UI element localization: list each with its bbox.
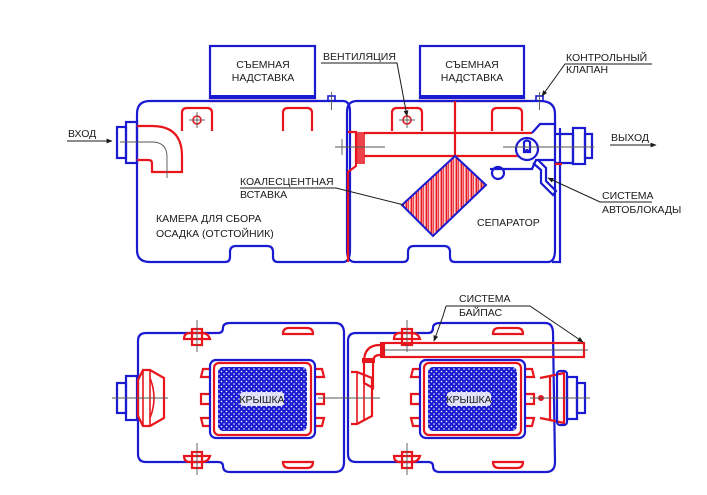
removable-extension-left: СЪЕМНАЯ НАДСТАВКА (208, 44, 318, 103)
right-unit-outline (346, 321, 557, 474)
removable-extension-right-line2: НАДСТАВКА (441, 72, 503, 84)
coalescent-insert-label-line1: КОАЛЕСЦЕНТНАЯ (240, 176, 334, 188)
removable-extension-right: СЪЕМНАЯ НАДСТАВКА (418, 44, 527, 103)
transfer-pipe (335, 101, 532, 262)
bypass-pipe (382, 341, 588, 359)
removable-extension-left-line2: НАДСТАВКА (232, 72, 294, 84)
coalescent-insert-label-line2: ВСТАВКА (240, 189, 287, 201)
autoblock-label-line2: АВТОБЛОКАДЫ (602, 204, 681, 216)
control-valve-label-line1: КОНТРОЛЬНЫЙ (566, 51, 647, 64)
ventilation-leader (321, 62, 409, 117)
ventilation-label: ВЕНТИЛЯЦИЯ (323, 51, 396, 63)
transfer-top-view (318, 342, 384, 426)
top-view: КРЫШКА КРЫШКА (112, 293, 590, 475)
control-valve-left-icon (327, 92, 336, 110)
sediment-chamber-label-line1: КАМЕРА ДЛЯ СБОРА (156, 213, 261, 225)
coalescent-insert (400, 154, 488, 238)
bypass-label-line1: СИСТЕМА (459, 293, 511, 305)
control-valve-leader (541, 63, 652, 97)
autoblock-leader (547, 177, 652, 203)
autoblock-label-line1: СИСТЕМА (602, 190, 654, 202)
side-view: СЪЕМНАЯ НАДСТАВКА СЪЕМНАЯ НАДСТАВКА (67, 44, 681, 264)
inlet-label: ВХОД (68, 128, 96, 140)
bypass-leader-right (446, 305, 584, 343)
inlet-top-view (112, 368, 168, 428)
left-unit-outline (136, 321, 346, 474)
outlet-top-view (530, 369, 590, 427)
control-valve-right-icon (535, 92, 544, 110)
removable-extension-right-line1: СЪЕМНАЯ (445, 59, 498, 71)
coalescent-insert-leader (240, 187, 405, 206)
inlet-pipe (115, 120, 184, 178)
outlet-label: ВЫХОД (611, 132, 649, 144)
cover-left: КРЫШКА (199, 358, 326, 440)
separator-label: СЕПАРАТОР (477, 217, 540, 229)
control-valve-label-line2: КЛАПАН (566, 64, 608, 76)
cover-right-label: КРЫШКА (446, 394, 491, 406)
autoblock-system (490, 122, 594, 197)
bypass-leader-left (433, 305, 447, 342)
sediment-chamber-label-line2: ОСАДКА (ОТСТОЙНИК) (156, 227, 274, 240)
cover-left-label: КРЫШКА (239, 394, 284, 406)
cover-right: КРЫШКА (409, 358, 536, 440)
sediment-chamber-body (135, 99, 352, 264)
bypass-label-line2: БАЙПАС (459, 306, 503, 319)
removable-extension-left-line1: СЪЕМНАЯ (236, 59, 289, 71)
